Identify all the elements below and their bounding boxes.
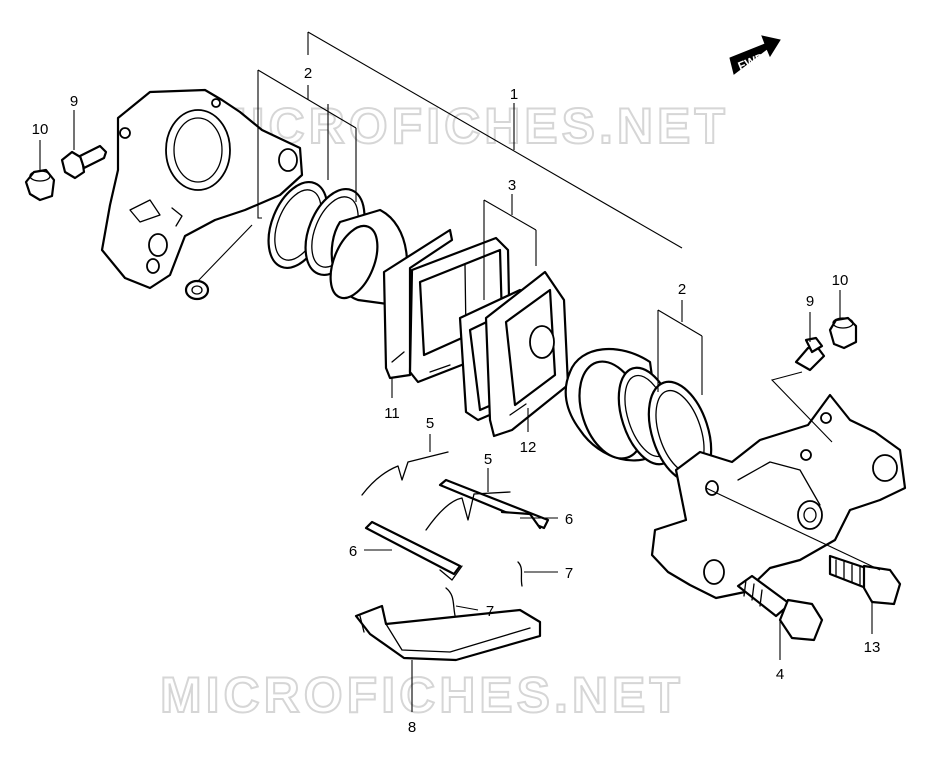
bleeder-screw-right <box>794 336 826 372</box>
callout-11: 11 <box>384 405 400 422</box>
callout-1: 1 <box>510 86 518 103</box>
pad-shim-12 <box>484 270 570 438</box>
bleeder-cap-left <box>24 168 56 202</box>
pad-pin-lower <box>364 520 463 581</box>
fwd-arrow-icon: FWD <box>729 35 781 75</box>
bleeder-cap-right <box>828 316 858 350</box>
pad-spring-upper <box>361 451 511 531</box>
callout-4: 4 <box>776 666 784 683</box>
caliper-body-right <box>650 393 907 600</box>
callout-8: 8 <box>408 719 416 736</box>
callout-9-right: 9 <box>806 293 814 310</box>
caliper-body-left <box>100 88 304 290</box>
pad-cover <box>354 604 542 662</box>
caliper-bolt-13 <box>828 554 902 606</box>
washer <box>184 279 210 301</box>
callout-7-upper: 7 <box>565 565 573 582</box>
callout-6-right: 6 <box>565 511 573 528</box>
callout-9-left: 9 <box>70 93 78 110</box>
watermark-bottom: MICROFICHES.NET <box>160 667 684 723</box>
callout-5-lower: 5 <box>484 451 492 468</box>
callout-2-right: 2 <box>678 281 686 298</box>
piston-seal-set-left <box>267 181 409 307</box>
pad-pin-upper <box>438 478 550 530</box>
callout-leaders <box>39 31 881 712</box>
callout-12: 12 <box>520 439 537 456</box>
bleeder-screw-left <box>60 144 108 180</box>
callout-5-upper: 5 <box>426 415 434 432</box>
callout-labels: 1 2 2 3 4 5 5 6 6 7 7 8 9 9 10 10 11 12 … <box>32 65 881 736</box>
callout-10-left: 10 <box>32 121 49 138</box>
callout-10-right: 10 <box>832 272 849 289</box>
callout-7-lower: 7 <box>486 603 494 620</box>
callout-2-left: 2 <box>304 65 312 82</box>
callout-6-left: 6 <box>349 543 357 560</box>
callout-3: 3 <box>508 177 516 194</box>
callout-13: 13 <box>864 639 881 656</box>
